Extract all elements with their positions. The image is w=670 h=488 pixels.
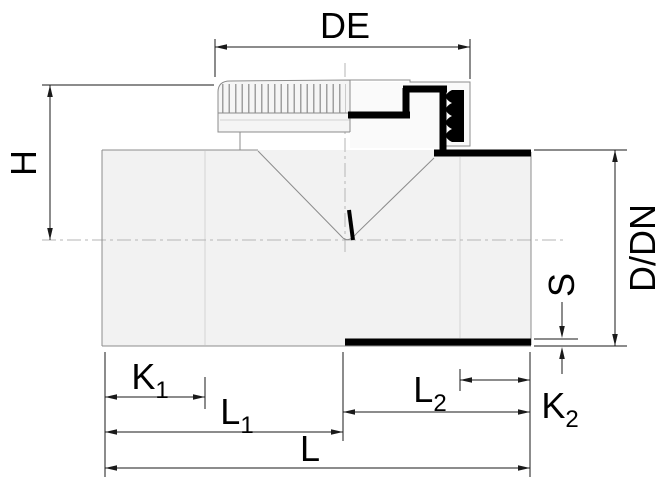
funnel-wall-section-cut	[347, 209, 355, 241]
seal-gasket	[446, 90, 464, 142]
dimension-de: DE	[214, 5, 471, 79]
dimension-s: S	[534, 273, 582, 374]
dimension-k2: K2	[460, 377, 579, 433]
l-label: L	[300, 428, 320, 469]
screw-cap	[217, 79, 351, 150]
de-label: DE	[320, 5, 370, 46]
funnel-right-taper	[356, 157, 435, 234]
cap-section	[348, 79, 471, 152]
s-label: S	[541, 273, 582, 297]
k2-arrow-right-icon	[518, 377, 530, 383]
de-arrow-left-icon	[215, 44, 227, 50]
dimension-d-dn: D/DN	[534, 149, 663, 347]
socket-outer-shell	[350, 79, 471, 147]
l2-arrow-left-icon	[343, 409, 355, 415]
dimension-k1: K1	[105, 356, 205, 404]
l1-arrow-right-icon	[331, 429, 343, 435]
dimension-h: H	[3, 84, 214, 240]
funnel-left-taper	[257, 150, 344, 239]
h-arrow-bottom-icon	[47, 228, 53, 240]
s-arrow-up-icon	[559, 347, 565, 359]
k2-arrow-left-icon	[460, 377, 472, 383]
l-arrow-left-icon	[105, 465, 117, 471]
pipe-outline	[101, 149, 532, 347]
k1-arrow-left-icon	[105, 394, 117, 400]
h-arrow-top-icon	[47, 85, 53, 97]
k1-arrow-right-icon	[193, 394, 205, 400]
dimension-l2: L2	[343, 369, 530, 417]
branch-funnel	[257, 150, 435, 241]
l1-arrow-left-icon	[105, 429, 117, 435]
l1-label: L1	[220, 391, 253, 439]
cap-knurl-ribs	[222, 84, 346, 113]
l2-arrow-right-icon	[518, 409, 530, 415]
k1-label: K1	[131, 356, 168, 404]
dimension-l1: L1	[105, 391, 343, 439]
de-arrow-right-icon	[458, 44, 470, 50]
k2-label: K2	[541, 385, 578, 433]
dimension-l: L	[105, 428, 530, 471]
pipe-body-fill	[102, 150, 531, 346]
ddn-arrow-bottom-icon	[612, 334, 618, 346]
s-arrow-down-icon	[559, 326, 565, 338]
ddn-label: D/DN	[622, 204, 663, 292]
h-label: H	[3, 150, 44, 176]
pipe-body	[102, 150, 531, 346]
l2-label: L2	[413, 369, 446, 417]
funnel-bottom-curve	[342, 232, 358, 241]
ddn-arrow-top-icon	[612, 150, 618, 162]
l-arrow-right-icon	[518, 465, 530, 471]
